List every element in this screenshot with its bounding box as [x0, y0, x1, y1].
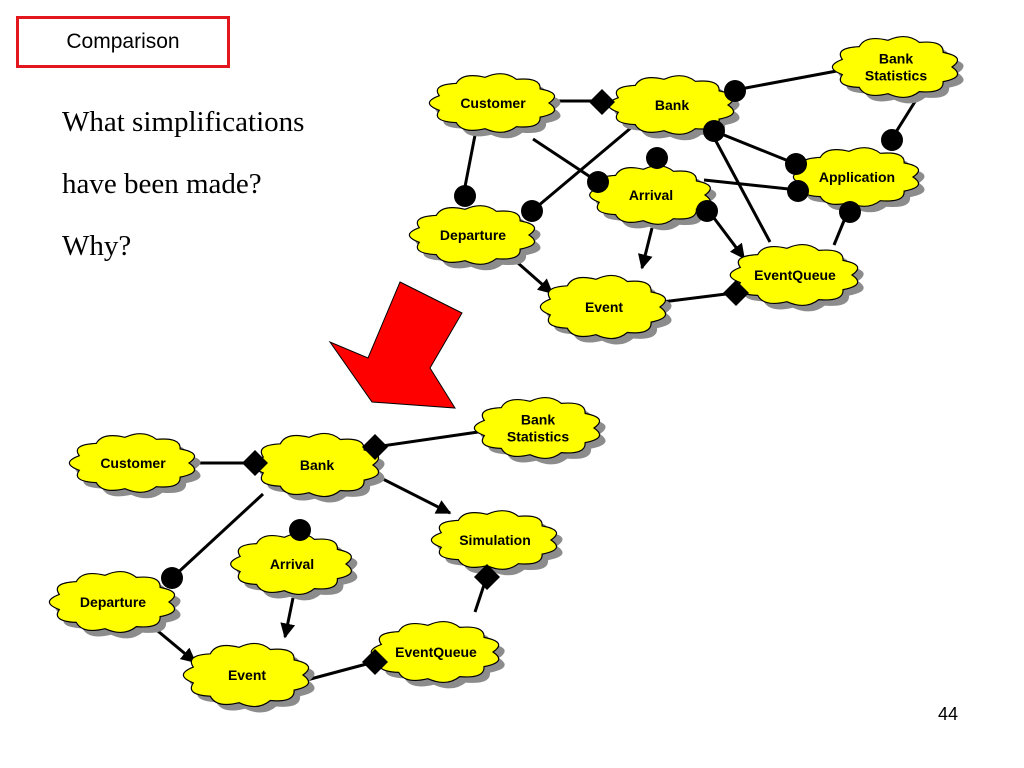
- node-label: Customer: [460, 95, 526, 111]
- node-departure: Departure: [48, 571, 181, 639]
- cloud-shape: [408, 205, 536, 265]
- association-line: [531, 125, 633, 213]
- node-label: Statistics: [865, 68, 927, 84]
- cloud-shape: [48, 571, 176, 633]
- node-eventqueue: EventQueue: [370, 621, 505, 689]
- association-line: [708, 129, 772, 243]
- node-bank: Bank: [252, 432, 385, 503]
- node-label: Bank: [300, 457, 334, 473]
- aggregation-diamond: [362, 434, 388, 460]
- question-text: What simplifications have been made? Why…: [62, 100, 362, 286]
- cloud-shape: [430, 510, 558, 570]
- association-line: [703, 178, 799, 192]
- node-label: Bank: [521, 412, 555, 428]
- node-label: Statistics: [507, 429, 569, 445]
- aggregation-diamond: [589, 89, 615, 115]
- node-label: Arrival: [270, 556, 314, 572]
- cloud-shape: [230, 533, 352, 595]
- slide-title: Comparison: [16, 16, 230, 68]
- node-label: Event: [228, 667, 266, 683]
- aggregation-diamond: [474, 564, 500, 590]
- cloud-shape: [589, 165, 711, 225]
- node-label: Arrival: [629, 187, 673, 203]
- cloud-shape: [831, 36, 959, 98]
- node-label: Event: [585, 299, 623, 315]
- association-line: [532, 137, 599, 184]
- association-line: [374, 429, 486, 449]
- node-label: EventQueue: [395, 644, 477, 660]
- question-line-1: What simplifications: [62, 106, 305, 138]
- aggregation-diamond: [723, 280, 749, 306]
- navigation-arrow: [152, 625, 197, 664]
- node-simulation: Simulation: [430, 510, 563, 576]
- question-line-2: have been made?: [62, 168, 262, 200]
- node-customer: Customer: [428, 73, 561, 139]
- usage-dot: [521, 200, 543, 222]
- question-line-3: Why?: [62, 230, 132, 262]
- cloud-shape: [792, 147, 920, 207]
- node-bank: Bank: [607, 75, 740, 141]
- page-number: 44: [938, 704, 959, 724]
- node-eventqueue: EventQueue: [729, 244, 864, 312]
- node-label: Customer: [100, 455, 166, 471]
- cloud-shape: [473, 397, 601, 459]
- node-label: Bank: [879, 51, 913, 67]
- association-line: [661, 291, 735, 304]
- node-label: Simulation: [459, 532, 531, 548]
- node-label: Application: [819, 169, 895, 185]
- node-arrival: Arrival: [230, 533, 358, 601]
- cloud-shape: [370, 621, 500, 683]
- usage-dot: [785, 153, 807, 175]
- transition-arrow: [328, 281, 463, 409]
- node-event: Event: [182, 642, 315, 713]
- association-line: [302, 660, 375, 683]
- usage-dot: [787, 180, 809, 202]
- usage-dot: [646, 147, 668, 169]
- usage-dot: [161, 567, 183, 589]
- usage-dot: [587, 171, 609, 193]
- usage-dot: [839, 201, 861, 223]
- node-label: Departure: [80, 594, 146, 610]
- cloud-shape: [68, 433, 196, 493]
- aggregation-diamond: [362, 649, 388, 675]
- usage-dot: [881, 129, 903, 151]
- association-line: [170, 492, 265, 580]
- usage-dot: [703, 120, 725, 142]
- node-departure: Departure: [408, 205, 541, 271]
- node-event: Event: [539, 274, 672, 345]
- node-label: Bank: [655, 97, 689, 113]
- navigation-arrow: [637, 227, 654, 270]
- node-label: EventQueue: [754, 267, 836, 283]
- navigation-arrow: [376, 474, 452, 515]
- usage-dot: [724, 80, 746, 102]
- cloud-shape: [729, 244, 859, 306]
- cloud-shape: [539, 274, 667, 340]
- usage-dot: [289, 519, 311, 541]
- association-line: [734, 68, 843, 92]
- navigation-arrow: [280, 597, 296, 639]
- usage-dot: [454, 185, 476, 207]
- node-arrival: Arrival: [589, 165, 717, 231]
- usage-dot: [696, 200, 718, 222]
- association-line: [713, 129, 797, 166]
- node-application: Application: [792, 147, 925, 213]
- cloud-shape: [182, 642, 310, 708]
- node-label: Departure: [440, 227, 506, 243]
- aggregation-diamond: [242, 450, 268, 476]
- node-customer: Customer: [68, 433, 201, 499]
- cloud-shape: [428, 73, 556, 133]
